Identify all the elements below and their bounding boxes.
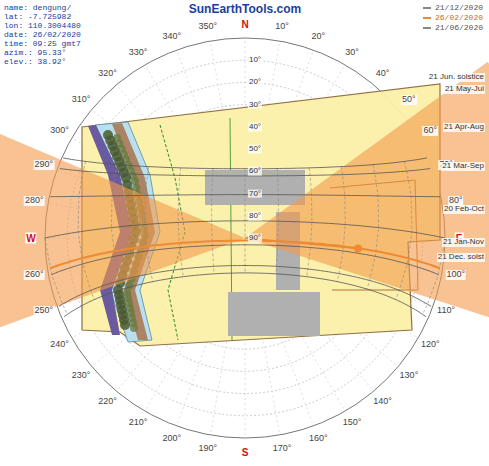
azimuth-label: 290° bbox=[34, 160, 55, 170]
legend-text: 21/12/2020 bbox=[435, 4, 483, 13]
legend-text: 26/02/2020 bbox=[435, 14, 483, 23]
legend-swatch bbox=[423, 27, 431, 29]
azimuth-label: 210° bbox=[128, 418, 149, 428]
azimuth-label: 160° bbox=[308, 434, 329, 444]
azimuth-label: 30° bbox=[344, 48, 360, 58]
azimuth-label: 150° bbox=[342, 418, 363, 428]
sun-path bbox=[59, 266, 431, 307]
date-label: 21 Dec. solst bbox=[437, 253, 485, 262]
date-label: 21 Mar-Sep bbox=[441, 162, 485, 171]
compass-letter: S bbox=[241, 447, 250, 458]
azimuth-label: 220° bbox=[97, 397, 118, 407]
elevation-label: 20° bbox=[248, 78, 262, 87]
tree bbox=[120, 320, 130, 330]
sun-path bbox=[63, 158, 427, 169]
legend-swatch bbox=[423, 17, 431, 19]
azimuth-label: 340° bbox=[161, 32, 182, 42]
azimuth-label: 190° bbox=[198, 444, 219, 454]
azimuth-label: 310° bbox=[71, 95, 92, 105]
legend-swatch bbox=[423, 7, 431, 9]
azimuth-label: 20° bbox=[310, 32, 326, 42]
sun-path bbox=[60, 169, 430, 176]
sun-dot bbox=[354, 245, 362, 253]
elevation-label: 40° bbox=[248, 122, 262, 131]
legend-row: 21/06/2020 bbox=[423, 24, 483, 33]
date-label: 21 Apr-Aug bbox=[443, 123, 485, 132]
site-info: azim.: 95.33° bbox=[4, 49, 66, 58]
azimuth-label: 140° bbox=[372, 397, 393, 407]
compass-letter: N bbox=[240, 19, 249, 30]
azimuth-label: 40° bbox=[375, 69, 391, 79]
azimuth-label: 320° bbox=[97, 69, 118, 79]
legend-row: 26/02/2020 bbox=[423, 14, 483, 23]
azimuth-label: 250° bbox=[34, 306, 55, 316]
elevation-label: 30° bbox=[248, 100, 262, 109]
compass-letter: W bbox=[25, 233, 36, 244]
azimuth-label: 100° bbox=[445, 270, 466, 280]
azimuth-label: 200° bbox=[161, 434, 182, 444]
azimuth-label: 60° bbox=[423, 126, 439, 136]
elevation-label: 90° bbox=[248, 234, 262, 243]
azimuth-label: 260° bbox=[24, 270, 45, 280]
legend-text: 21/06/2020 bbox=[435, 24, 483, 33]
azimuth-label: 50° bbox=[401, 95, 417, 105]
tree bbox=[131, 177, 139, 185]
tree bbox=[125, 282, 133, 290]
azimuth-label: 330° bbox=[128, 48, 149, 58]
site-info: elev.: 38.92° bbox=[4, 58, 66, 67]
site-info: lat: -7.725982 bbox=[4, 13, 71, 22]
elevation-label: 10° bbox=[248, 56, 262, 65]
azimuth-label: 130° bbox=[399, 371, 420, 381]
date-label: 21 Jun. solstice bbox=[428, 73, 485, 82]
elevation-label: 70° bbox=[248, 189, 262, 198]
azimuth-label: 280° bbox=[24, 196, 45, 206]
elevation-label: 60° bbox=[248, 167, 262, 176]
azimuth-label: 120° bbox=[420, 340, 441, 350]
elevation-label: 50° bbox=[248, 145, 262, 154]
site-info: name: dengung/ bbox=[4, 4, 71, 13]
azimuth-label: 230° bbox=[71, 371, 92, 381]
site-info: time: 09:25 gmt7 bbox=[4, 40, 81, 49]
date-label: 21 Jan-Nov bbox=[442, 238, 485, 247]
legend-row: 21/12/2020 bbox=[423, 4, 483, 13]
azimuth-label: 240° bbox=[49, 340, 70, 350]
date-label: 20 Feb-Oct bbox=[443, 205, 485, 214]
site-info: lon: 110.3004480 bbox=[4, 22, 81, 31]
azimuth-label: 350° bbox=[198, 22, 219, 32]
sun-path bbox=[45, 221, 445, 238]
tree bbox=[132, 184, 140, 192]
sun-path bbox=[50, 241, 440, 269]
azimuth-label: 110° bbox=[436, 306, 456, 316]
chart-title: SunEarthTools.com bbox=[189, 3, 301, 16]
azimuth-label: 10° bbox=[274, 22, 290, 32]
shade-sectors bbox=[0, 62, 489, 341]
sun-paths bbox=[45, 158, 445, 317]
shade-sector bbox=[0, 121, 245, 341]
sun-path bbox=[64, 273, 426, 317]
site-info: date: 26/02/2020 bbox=[4, 31, 81, 40]
sun-path bbox=[50, 195, 440, 197]
tree bbox=[130, 324, 138, 332]
azimuth-label: 170° bbox=[272, 444, 293, 454]
sun-path bbox=[52, 245, 439, 275]
shade-sector bbox=[245, 62, 489, 331]
azimuth-label: 300° bbox=[49, 126, 70, 136]
date-label: 21 May-Jul bbox=[444, 85, 485, 94]
elevation-label: 80° bbox=[248, 211, 262, 220]
